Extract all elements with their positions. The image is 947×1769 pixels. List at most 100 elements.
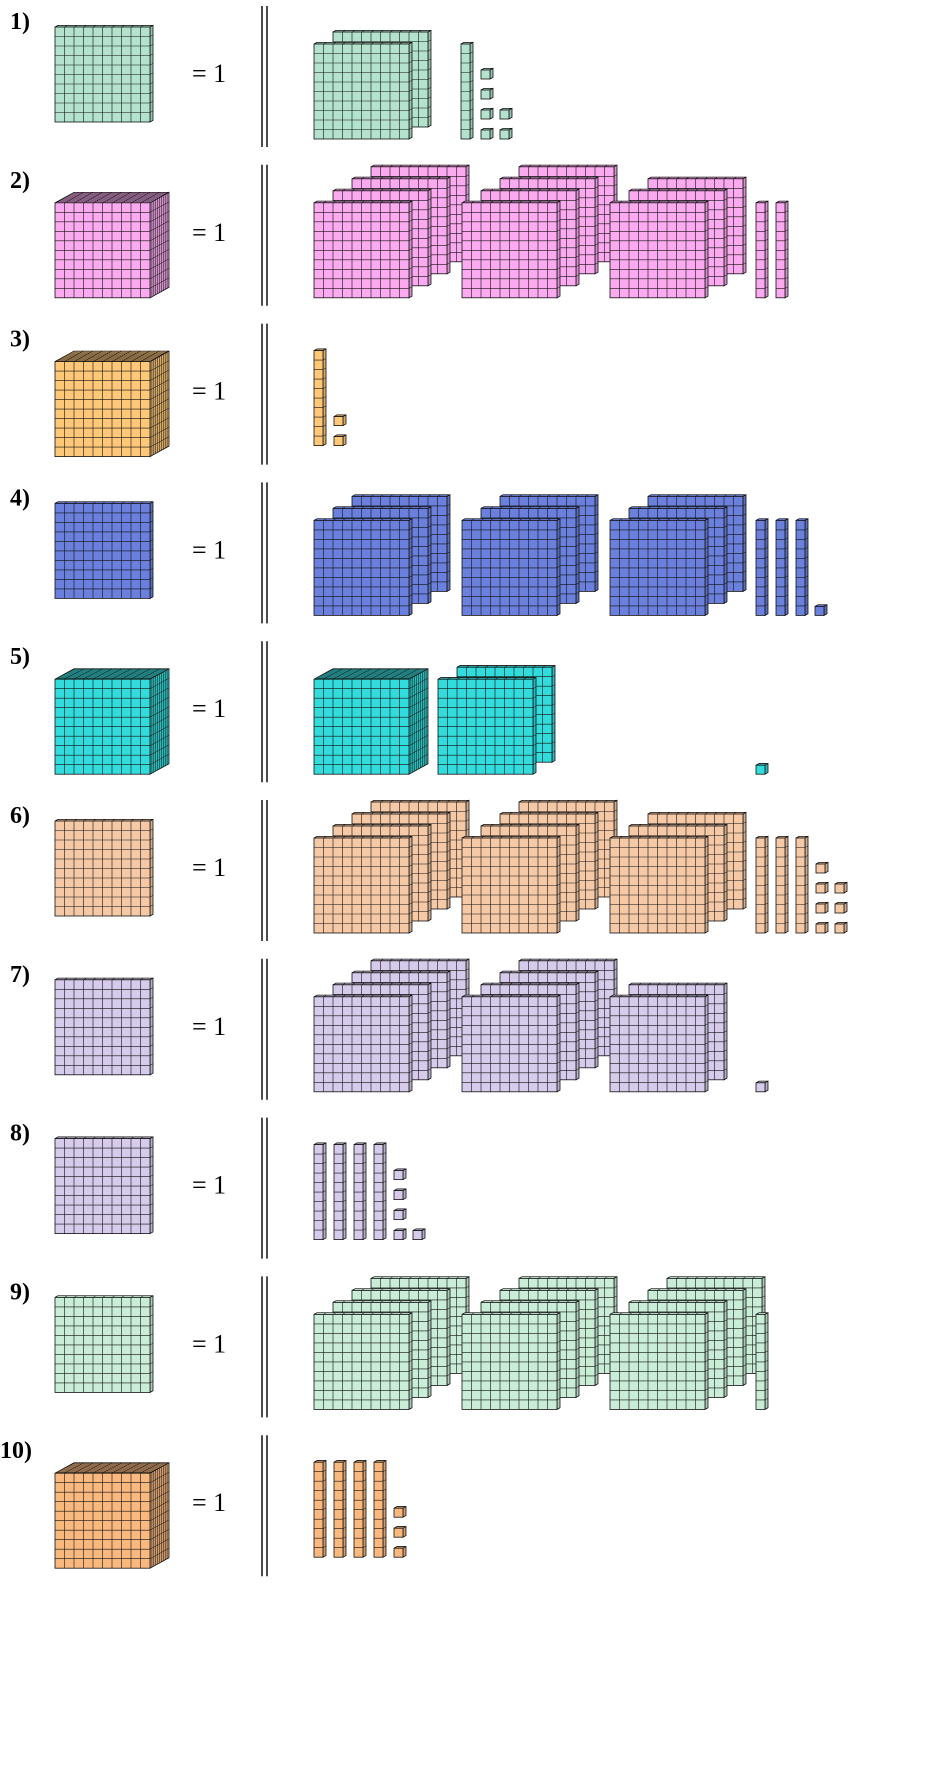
problem-4: 4) = 1 [10, 482, 827, 623]
problem-number: 3) [10, 327, 30, 353]
reference-flat [55, 1137, 153, 1234]
flat-stack [610, 177, 746, 298]
unit-block [394, 1169, 406, 1180]
flat-stack [314, 495, 450, 616]
flat-stack [462, 959, 617, 1092]
unit-block [481, 68, 493, 79]
unit-block [835, 882, 847, 893]
unit-block [394, 1189, 406, 1200]
rod-block [314, 1461, 326, 1558]
unit-block [816, 882, 828, 893]
unit-block [334, 435, 346, 446]
flat-stack [610, 1277, 765, 1410]
place-value-pieces [314, 30, 512, 139]
rod-block [776, 836, 788, 933]
problem-number: 5) [10, 644, 30, 670]
unit-block [394, 1527, 406, 1538]
problem-number: 6) [10, 803, 30, 829]
equals-one: = 1 [192, 218, 226, 247]
unit-block [816, 922, 828, 933]
rod-block [354, 1461, 366, 1558]
flat-stack [462, 1277, 617, 1410]
problem-5: 5) = 1 [10, 641, 768, 782]
reference-flat [55, 819, 153, 916]
reference-flat [55, 502, 153, 599]
equals-one: = 1 [192, 853, 226, 882]
problem-8: 8) = 1 [10, 1118, 425, 1259]
unit-block [756, 764, 768, 775]
flat-stack [314, 165, 469, 298]
rod-block [756, 836, 768, 933]
equals-one: = 1 [192, 1012, 226, 1041]
problem-2: 2) = 1 [10, 165, 788, 306]
reference-flat [55, 25, 153, 122]
flat-stack [314, 800, 469, 933]
unit-block [500, 108, 512, 119]
rod-block [796, 519, 808, 616]
problem-number: 7) [10, 962, 30, 988]
flat-stack [610, 495, 746, 616]
unit-block [500, 128, 512, 139]
problem-number: 8) [10, 1121, 30, 1147]
rod-block [756, 1313, 768, 1410]
problem-1: 1)= 1 [10, 6, 512, 147]
reference-cube [55, 1463, 169, 1568]
equals-one: = 1 [192, 1329, 226, 1358]
unit-block [816, 902, 828, 913]
unit-block [481, 108, 493, 119]
reference-cube [55, 351, 169, 456]
equals-one: = 1 [192, 377, 226, 406]
rod-block [461, 42, 473, 139]
flat-stack [462, 495, 598, 616]
problem-7: 7) = 1 [10, 959, 768, 1100]
problem-number: 10) [0, 1438, 32, 1464]
unit-block [334, 415, 346, 426]
rod-block [776, 519, 788, 616]
unit-block [481, 88, 493, 99]
unit-block [816, 862, 828, 873]
rod-block [314, 349, 326, 446]
rod-block [374, 1461, 386, 1558]
rod-block [314, 1143, 326, 1240]
place-value-pieces [314, 495, 827, 616]
place-value-pieces [314, 959, 768, 1092]
unit-block [394, 1507, 406, 1518]
place-value-pieces [314, 165, 788, 298]
problem-9: 9)= 1 [10, 1276, 768, 1417]
unit-block [413, 1229, 425, 1240]
place-value-pieces [314, 1277, 768, 1410]
rod-block [354, 1143, 366, 1240]
rod-block [334, 1143, 346, 1240]
flat-stack [438, 666, 555, 775]
rod-block [374, 1143, 386, 1240]
problem-number: 4) [10, 485, 30, 511]
problem-10: 10) = 1 [0, 1435, 406, 1576]
unit-block [481, 128, 493, 139]
flat-stack [610, 983, 727, 1092]
unit-block [394, 1547, 406, 1558]
rod-block [334, 1461, 346, 1558]
problem-number: 2) [10, 168, 30, 194]
rod-block [756, 201, 768, 298]
unit-block [815, 605, 827, 616]
unit-block [394, 1209, 406, 1220]
equals-one: = 1 [192, 1171, 226, 1200]
equals-one: = 1 [192, 1488, 226, 1517]
unit-block [394, 1229, 406, 1240]
place-value-pieces [314, 800, 847, 933]
equals-one: = 1 [192, 694, 226, 723]
place-value-pieces [314, 1461, 406, 1558]
problem-6: 6) = 1 [10, 800, 847, 941]
unit-block [835, 902, 847, 913]
rod-block [756, 519, 768, 616]
problem-number: 1) [10, 9, 30, 35]
place-value-pieces [314, 1143, 425, 1240]
equals-one: = 1 [192, 535, 226, 564]
rod-block [776, 201, 788, 298]
rod-block [796, 836, 808, 933]
flat-stack [314, 959, 469, 1092]
flat-stack [462, 165, 617, 298]
flat-stack [462, 800, 617, 933]
place-value-pieces [314, 349, 346, 446]
